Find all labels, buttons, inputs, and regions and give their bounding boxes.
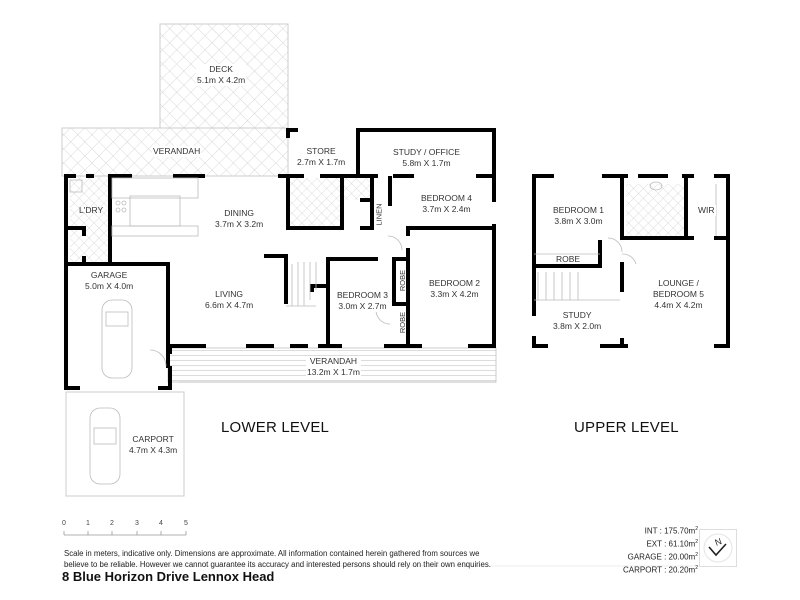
room-label-bedroom-2: BEDROOM 2 3.3m X 4.2m	[428, 278, 482, 300]
carport-area	[65, 391, 185, 497]
lower-level-heading: LOWER LEVEL	[221, 419, 330, 436]
room-label-robe-1: ROBE	[398, 269, 408, 292]
room-label-study-office: STUDY / OFFICE 5.8m X 1.7m	[392, 147, 461, 169]
room-label-living: LIVING 6.6m X 4.7m	[204, 289, 255, 311]
room-label-bedroom-1: BEDROOM 1 3.8m X 3.0m	[552, 205, 606, 227]
lower-level	[61, 23, 497, 497]
room-label-laundry: L'DRY	[79, 205, 104, 215]
room-label-verandah-top: VERANDAH	[152, 146, 202, 157]
area-summary: INT : 175.70m2 EXT : 61.10m2 GARAGE : 20…	[623, 526, 698, 576]
north-compass-icon: N	[699, 529, 737, 567]
scale-bar: 0 1 2 3 4 5	[62, 520, 188, 527]
room-label-dining: DINING 3.7m X 3.2m	[214, 208, 265, 230]
svg-text:N: N	[713, 536, 723, 548]
property-address: 8 Blue Horizon Drive Lennox Head	[62, 569, 275, 584]
room-label-wir: WIR	[697, 205, 716, 216]
room-label-carport: CARPORT 4.7m X 4.3m	[128, 434, 179, 456]
room-label-deck: DECK 5.1m X 4.2m	[196, 64, 247, 86]
room-label-robe-2: ROBE	[398, 311, 408, 334]
room-label-upper-study: STUDY 3.8m X 2.0m	[552, 310, 603, 332]
room-label-upper-robe: ROBE	[556, 254, 581, 264]
room-label-lounge-bedroom-5: LOUNGE / BEDROOM 5 4.4m X 4.2m	[652, 278, 706, 311]
disclaimer: Scale in meters, indicative only. Dimens…	[64, 549, 491, 569]
room-label-bedroom-3: BEDROOM 3 3.0m X 2.7m	[336, 290, 390, 312]
room-label-bedroom-4: BEDROOM 4 3.7m X 2.4m	[420, 193, 474, 215]
upper-level-heading: UPPER LEVEL	[574, 419, 679, 436]
scale-bar-line	[63, 531, 187, 536]
room-label-store: STORE 2.7m X 1.7m	[296, 146, 347, 168]
upper-level	[532, 174, 730, 348]
room-label-linen: LINEN	[374, 203, 384, 226]
room-label-verandah-bottom: VERANDAH 13.2m X 1.7m	[306, 356, 361, 378]
room-label-garage: GARAGE 5.0m X 4.0m	[84, 270, 135, 292]
